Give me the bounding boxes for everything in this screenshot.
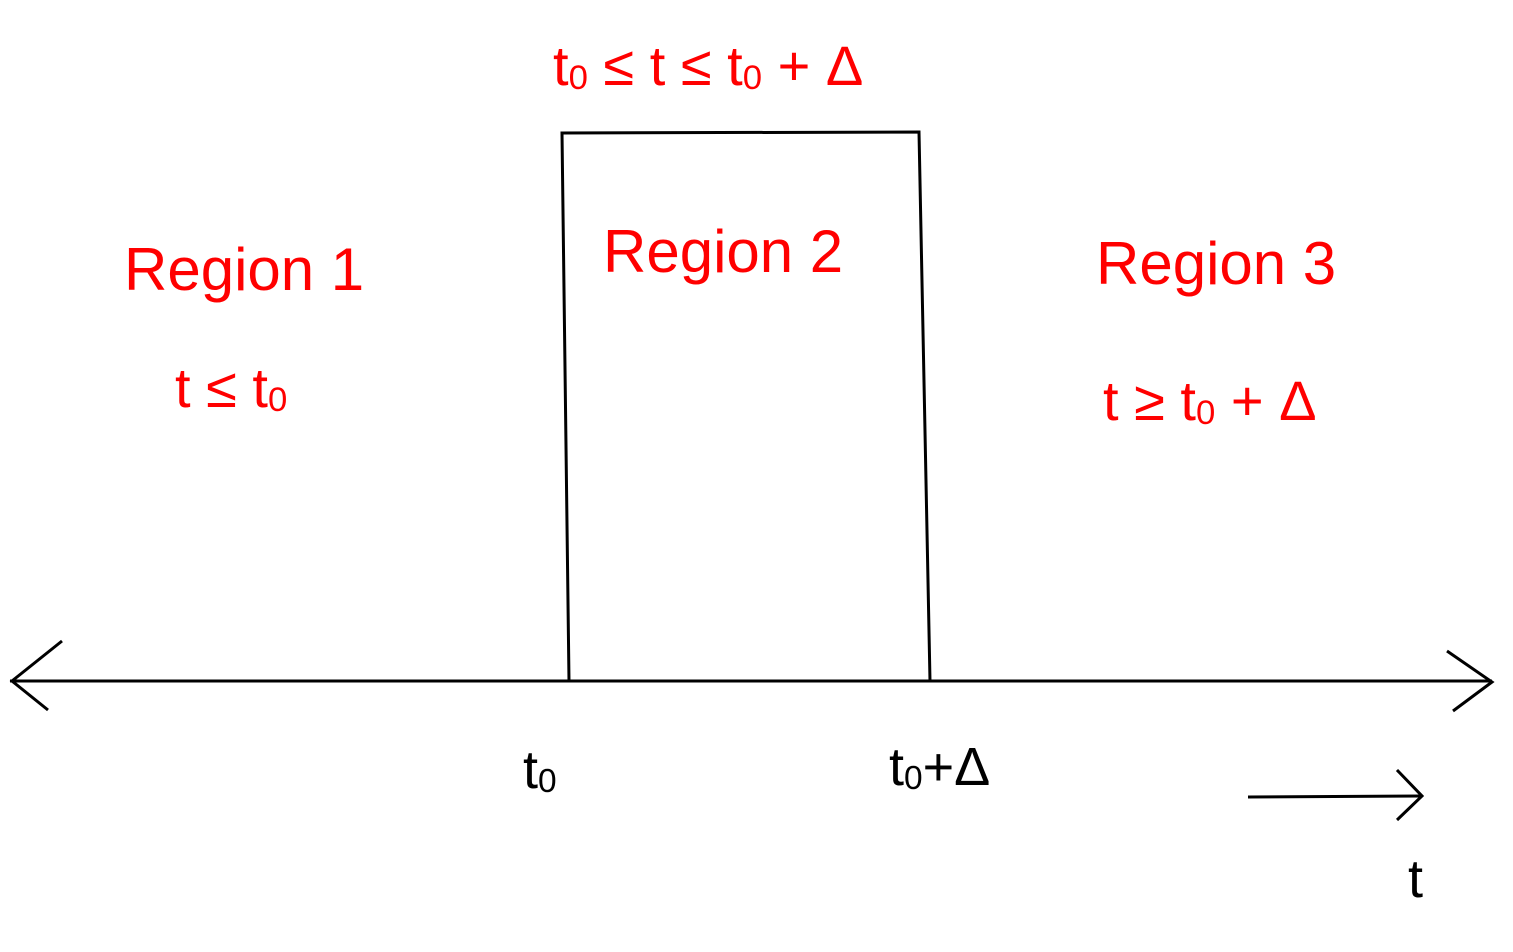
region-1-title: Region 1 bbox=[124, 236, 365, 303]
time-direction-label: t bbox=[1408, 849, 1424, 909]
region-2-condition: t0 ≤ t ≤ t0 + Δ bbox=[553, 34, 864, 98]
region-1-condition: t ≤ t0 bbox=[175, 356, 288, 420]
region-3-condition: t ≥ t0 + Δ bbox=[1103, 369, 1317, 433]
direction-arrow-shaft bbox=[1247, 794, 1423, 799]
region-2-title: Region 2 bbox=[603, 218, 844, 285]
direction-arrow-head bbox=[1395, 768, 1425, 822]
tick-label-t0: t0 bbox=[523, 740, 557, 801]
region-3-title: Region 3 bbox=[1096, 230, 1337, 297]
axis-right-arrowhead bbox=[1446, 649, 1495, 713]
axis-left-arrowhead bbox=[9, 639, 63, 712]
interval-pulse-box bbox=[560, 130, 932, 682]
tick-label-t0-plus-delta: t0+Δ bbox=[889, 737, 991, 798]
